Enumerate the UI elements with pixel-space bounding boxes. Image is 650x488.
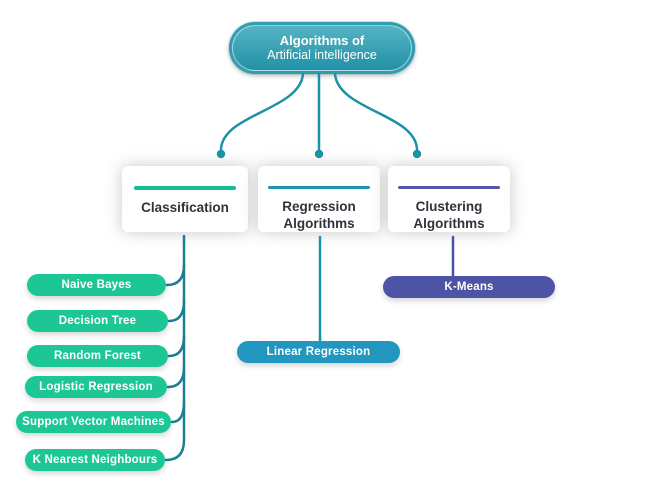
regression-label-line2: Algorithms <box>283 216 355 231</box>
dot-classification <box>216 149 226 159</box>
branch-card-classification: Classification <box>122 166 248 232</box>
leaf-support-vector-machines: Support Vector Machines <box>16 411 171 433</box>
leaf-decision-tree: Decision Tree <box>27 310 168 332</box>
elbow-naive-bayes <box>165 263 186 287</box>
root-title-line2: Artificial intelligence <box>267 48 377 62</box>
root-node-body: Algorithms of Artificial intelligence <box>232 25 412 71</box>
regression-accent-bar <box>268 186 370 189</box>
clustering-label-line2: Algorithms <box>413 216 485 231</box>
root-title-line1: Algorithms of <box>279 33 365 48</box>
leaf-linear-regression: Linear Regression <box>237 341 400 363</box>
leaf-logistic-regression: Logistic Regression <box>25 376 167 398</box>
leaf-random-forest: Random Forest <box>27 345 168 367</box>
connector-root-clustering <box>333 72 419 151</box>
leaf-naive-bayes: Naive Bayes <box>27 274 166 296</box>
dot-regression <box>314 149 324 159</box>
clustering-label-line1: Clustering <box>415 199 483 214</box>
leaf-k-nearest-neighbours: K Nearest Neighbours <box>25 449 165 471</box>
classification-label: Classification <box>141 200 229 215</box>
branch-card-clustering: Clustering Algorithms <box>388 166 510 232</box>
regression-label-line1: Regression <box>282 199 356 214</box>
elbow-support-vector-machines <box>170 400 186 424</box>
connector-root-classification <box>219 72 305 151</box>
elbow-decision-tree <box>167 299 186 323</box>
dot-clustering <box>412 149 422 159</box>
elbow-logistic-regression <box>166 365 186 389</box>
root-node: Algorithms of Artificial intelligence <box>229 22 415 74</box>
classification-accent-bar <box>134 186 236 190</box>
clustering-accent-bar <box>398 186 500 189</box>
leaf-k-means: K-Means <box>383 276 555 298</box>
branch-card-regression: Regression Algorithms <box>258 166 380 232</box>
elbow-random-forest <box>167 334 186 358</box>
